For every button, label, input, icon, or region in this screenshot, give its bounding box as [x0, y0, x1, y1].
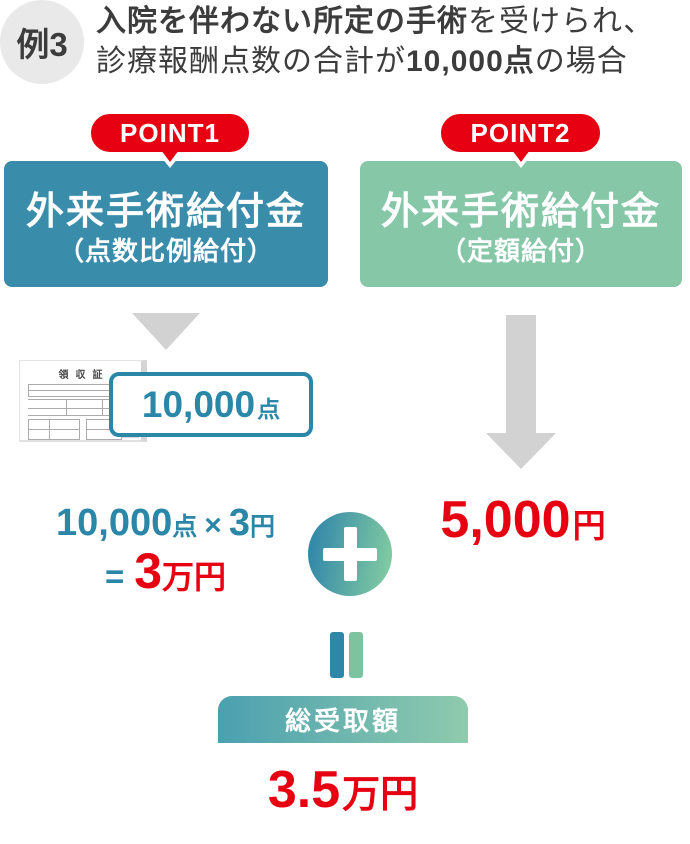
receipt-table — [28, 399, 133, 416]
point2-badge: POINT2 — [437, 110, 604, 168]
equals-icon — [330, 632, 363, 678]
multiply-operator: × — [204, 508, 222, 542]
down-arrow-head-icon — [486, 433, 556, 469]
calc-fixed-box: 5,000 円 — [363, 490, 683, 612]
points-callout-value: 10,000 — [141, 384, 256, 425]
calc-rate-value: 3 — [228, 501, 250, 544]
calc-result-value: 3 — [134, 543, 163, 600]
example-number-badge: 例3 — [0, 0, 84, 84]
title-line1-emphasis: 入院を伴わない所定の手術 — [96, 5, 468, 38]
benefit-box-proportional: 外来手術給付金 （点数比例給付） — [4, 161, 328, 287]
calc-formula-line: 10,000 点 × 3 円 — [56, 501, 275, 545]
calc-points-unit: 点 — [172, 512, 198, 541]
benefit-fixed-title: 外来手術給付金 — [380, 191, 661, 233]
plus-icon — [308, 512, 392, 596]
points-callout-unit: 点 — [257, 396, 281, 422]
benefit-box-fixed: 外来手術給付金 （定額給付） — [360, 161, 682, 287]
title-line-2: 診療報酬点数の合計が10,000点の場合 — [96, 42, 690, 82]
plus-vertical-bar — [343, 527, 357, 581]
equals-bar-teal — [330, 632, 344, 678]
total-amount-unit: 万円 — [342, 773, 419, 816]
total-box: 総受取額 3.5 万円 — [218, 696, 468, 836]
point2-badge-tail — [511, 150, 530, 162]
down-triangle-icon — [132, 313, 200, 350]
benefit-proportional-title: 外来手術給付金 — [25, 191, 306, 233]
title-line2-emphasis: 10,000点 — [406, 45, 535, 78]
points-callout: 10,000 点 — [109, 372, 313, 437]
equals-operator: = — [104, 558, 125, 596]
calc-points-value: 10,000 — [56, 501, 173, 544]
total-box-body: 3.5 万円 — [218, 743, 468, 836]
benefit-proportional-subtitle: （点数比例給付） — [57, 236, 274, 266]
calc-result-unit: 万円 — [162, 559, 227, 596]
point2-badge-label: POINT2 — [470, 117, 571, 148]
title-line1-rest: を受けられ、 — [468, 5, 655, 38]
point1-badge: POINT1 — [87, 110, 253, 168]
total-amount-value: 3.5 — [267, 760, 341, 819]
down-arrow-icon — [506, 315, 536, 433]
calc-rate-unit: 円 — [249, 512, 275, 541]
page-title: 入院を伴わない所定の手術を受けられ、 診療報酬点数の合計が10,000点の場合 — [96, 2, 690, 82]
title-line-1: 入院を伴わない所定の手術を受けられ、 — [96, 2, 690, 42]
calc-proportional-box: 10,000 点 × 3 円 = 3 万円 — [4, 490, 327, 612]
benefit-fixed-subtitle: （定額給付） — [439, 236, 602, 266]
fixed-amount-value: 5,000 — [440, 491, 571, 549]
title-line2-pre: 診療報酬点数の合計が — [96, 45, 406, 78]
receipt-title: 領収証 — [58, 370, 110, 381]
point1-badge-label: POINT1 — [120, 117, 220, 148]
equals-bar-green — [349, 632, 363, 678]
fixed-amount-unit: 円 — [572, 507, 606, 544]
title-line2-post: の場合 — [534, 45, 628, 78]
total-box-header: 総受取額 — [218, 696, 468, 743]
point1-badge-tail — [161, 150, 179, 162]
calc-result-line: = 3 万円 — [105, 544, 226, 599]
